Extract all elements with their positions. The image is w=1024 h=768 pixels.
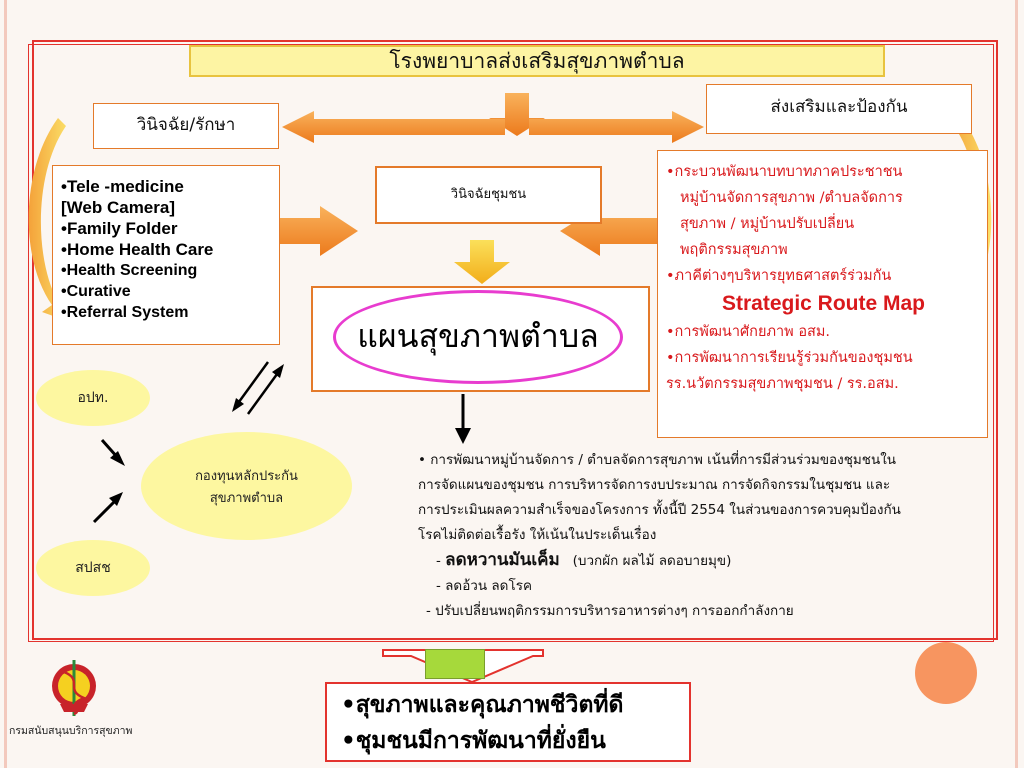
list-item: พฤติกรรมสุขภาพ <box>680 242 788 258</box>
diagnosis-treatment-box: วินิจฉัย/รักษา <box>93 103 279 149</box>
description-text: • การพัฒนาหมู่บ้านจัดการ / ตำบลจัดการสุข… <box>418 448 990 624</box>
nhso-ellipse: สปสช <box>36 540 150 596</box>
arrow-left-to-community <box>262 206 358 256</box>
health-fund-label-2: สุขภาพตำบล <box>209 491 284 506</box>
arrow-plan-to-description <box>455 428 471 444</box>
services-list: •Tele -medicine [Web Camera] •Family Fol… <box>52 165 280 345</box>
list-item: •Tele -medicine <box>61 177 184 196</box>
strategy-box: •กระบวนพัฒนาบทบาทภาคประชาชน หมู่บ้านจัดก… <box>657 150 988 438</box>
list-item: •Home Health Care <box>61 240 214 259</box>
health-fund-label-1: กองทุนหลักประกัน <box>195 469 298 484</box>
outer-frame <box>32 40 998 640</box>
department-name: กรมสนับสนุนบริการสุขภาพ <box>9 725 133 737</box>
promotion-prevention-box: ส่งเสริมและป้องกัน <box>706 84 972 134</box>
double-arrow-right <box>529 111 704 143</box>
local-gov-ellipse: อปท. <box>36 370 150 426</box>
outcome-arrow-stem <box>425 649 485 679</box>
double-arrow-left <box>282 111 505 143</box>
list-item: •Curative <box>61 283 131 300</box>
list-item: รร.นวัตกรรมสุขภาพชุมชน / รร.อสม. <box>666 376 899 392</box>
local-gov-label: อปท. <box>77 390 109 406</box>
plan-ellipse: แผนสุขภาพตำบล <box>333 290 623 384</box>
outer-frame-shadow <box>28 44 994 642</box>
list-item: •Family Folder <box>61 219 178 238</box>
emphasis-text: ลดหวานมันเค็ม <box>445 550 560 570</box>
description-bullet: - ลดหวานมันเค็ม (บวกผัก ผลไม้ ลดอบายมุข) <box>436 550 732 570</box>
list-item: [Web Camera] <box>61 198 175 217</box>
list-item: •การพัฒนาการเรียนรู้ร่วมกันของชุมชน <box>666 350 913 366</box>
list-item: •Health Screening <box>61 262 198 279</box>
left-curved-arrow <box>28 118 70 322</box>
description-line: การประเมินผลความสำเร็จของโครงการ ทั้งนี้… <box>418 502 901 518</box>
description-line: • การพัฒนาหมู่บ้านจัดการ / ตำบลจัดการสุข… <box>418 452 897 468</box>
list-item: สุขภาพ / หมู่บ้านปรับเปลี่ยน <box>680 216 855 232</box>
list-item: •การพัฒนาศักยภาพ อสม. <box>666 324 831 340</box>
right-stripe <box>1015 0 1018 768</box>
decorative-circle <box>915 642 977 704</box>
arrow-down-to-plan <box>454 240 510 284</box>
description-line: โรคไม่ติดต่อเรื้อรัง ให้เน้นในประเด็นเรื… <box>418 527 657 543</box>
list-item: •ภาคีต่างๆบริหารยุทธศาสตร์ร่วมกัน <box>666 268 892 284</box>
community-diagnosis-box: วินิจฉัยชุมชน <box>375 166 602 224</box>
nhso-label: สปสช <box>75 560 111 576</box>
strategic-route-map-label: Strategic Route Map <box>721 292 926 315</box>
page-title: โรงพยาบาลส่งเสริมสุขภาพตำบล <box>189 45 885 77</box>
list-item: หมู่บ้านจัดการสุขภาพ /ตำบลจัดการ <box>680 190 903 206</box>
outcome-item: •ชุมชนมีการพัฒนาที่ยั่งยืน <box>341 728 606 754</box>
outcome-item: •สุขภาพและคุณภาพชีวิตที่ดี <box>341 692 624 718</box>
description-bullet: - ลดอ้วน ลดโรค <box>436 578 532 594</box>
list-item: •กระบวนพัฒนาบทบาทภาคประชาชน <box>666 164 903 180</box>
description-line: การจัดแผนของชุมชน การบริหารจัดการงบประมา… <box>418 477 891 493</box>
list-item: •Referral System <box>61 304 189 321</box>
outcome-box: •สุขภาพและคุณภาพชีวิตที่ดี •ชุมชนมีการพั… <box>325 682 691 762</box>
health-fund-ellipse: กองทุนหลักประกัน สุขภาพตำบล <box>141 432 352 540</box>
left-stripe <box>4 0 7 768</box>
description-bullet: - ปรับเปลี่ยนพฤติกรรมการบริหารอาหารต่างๆ… <box>426 603 794 619</box>
